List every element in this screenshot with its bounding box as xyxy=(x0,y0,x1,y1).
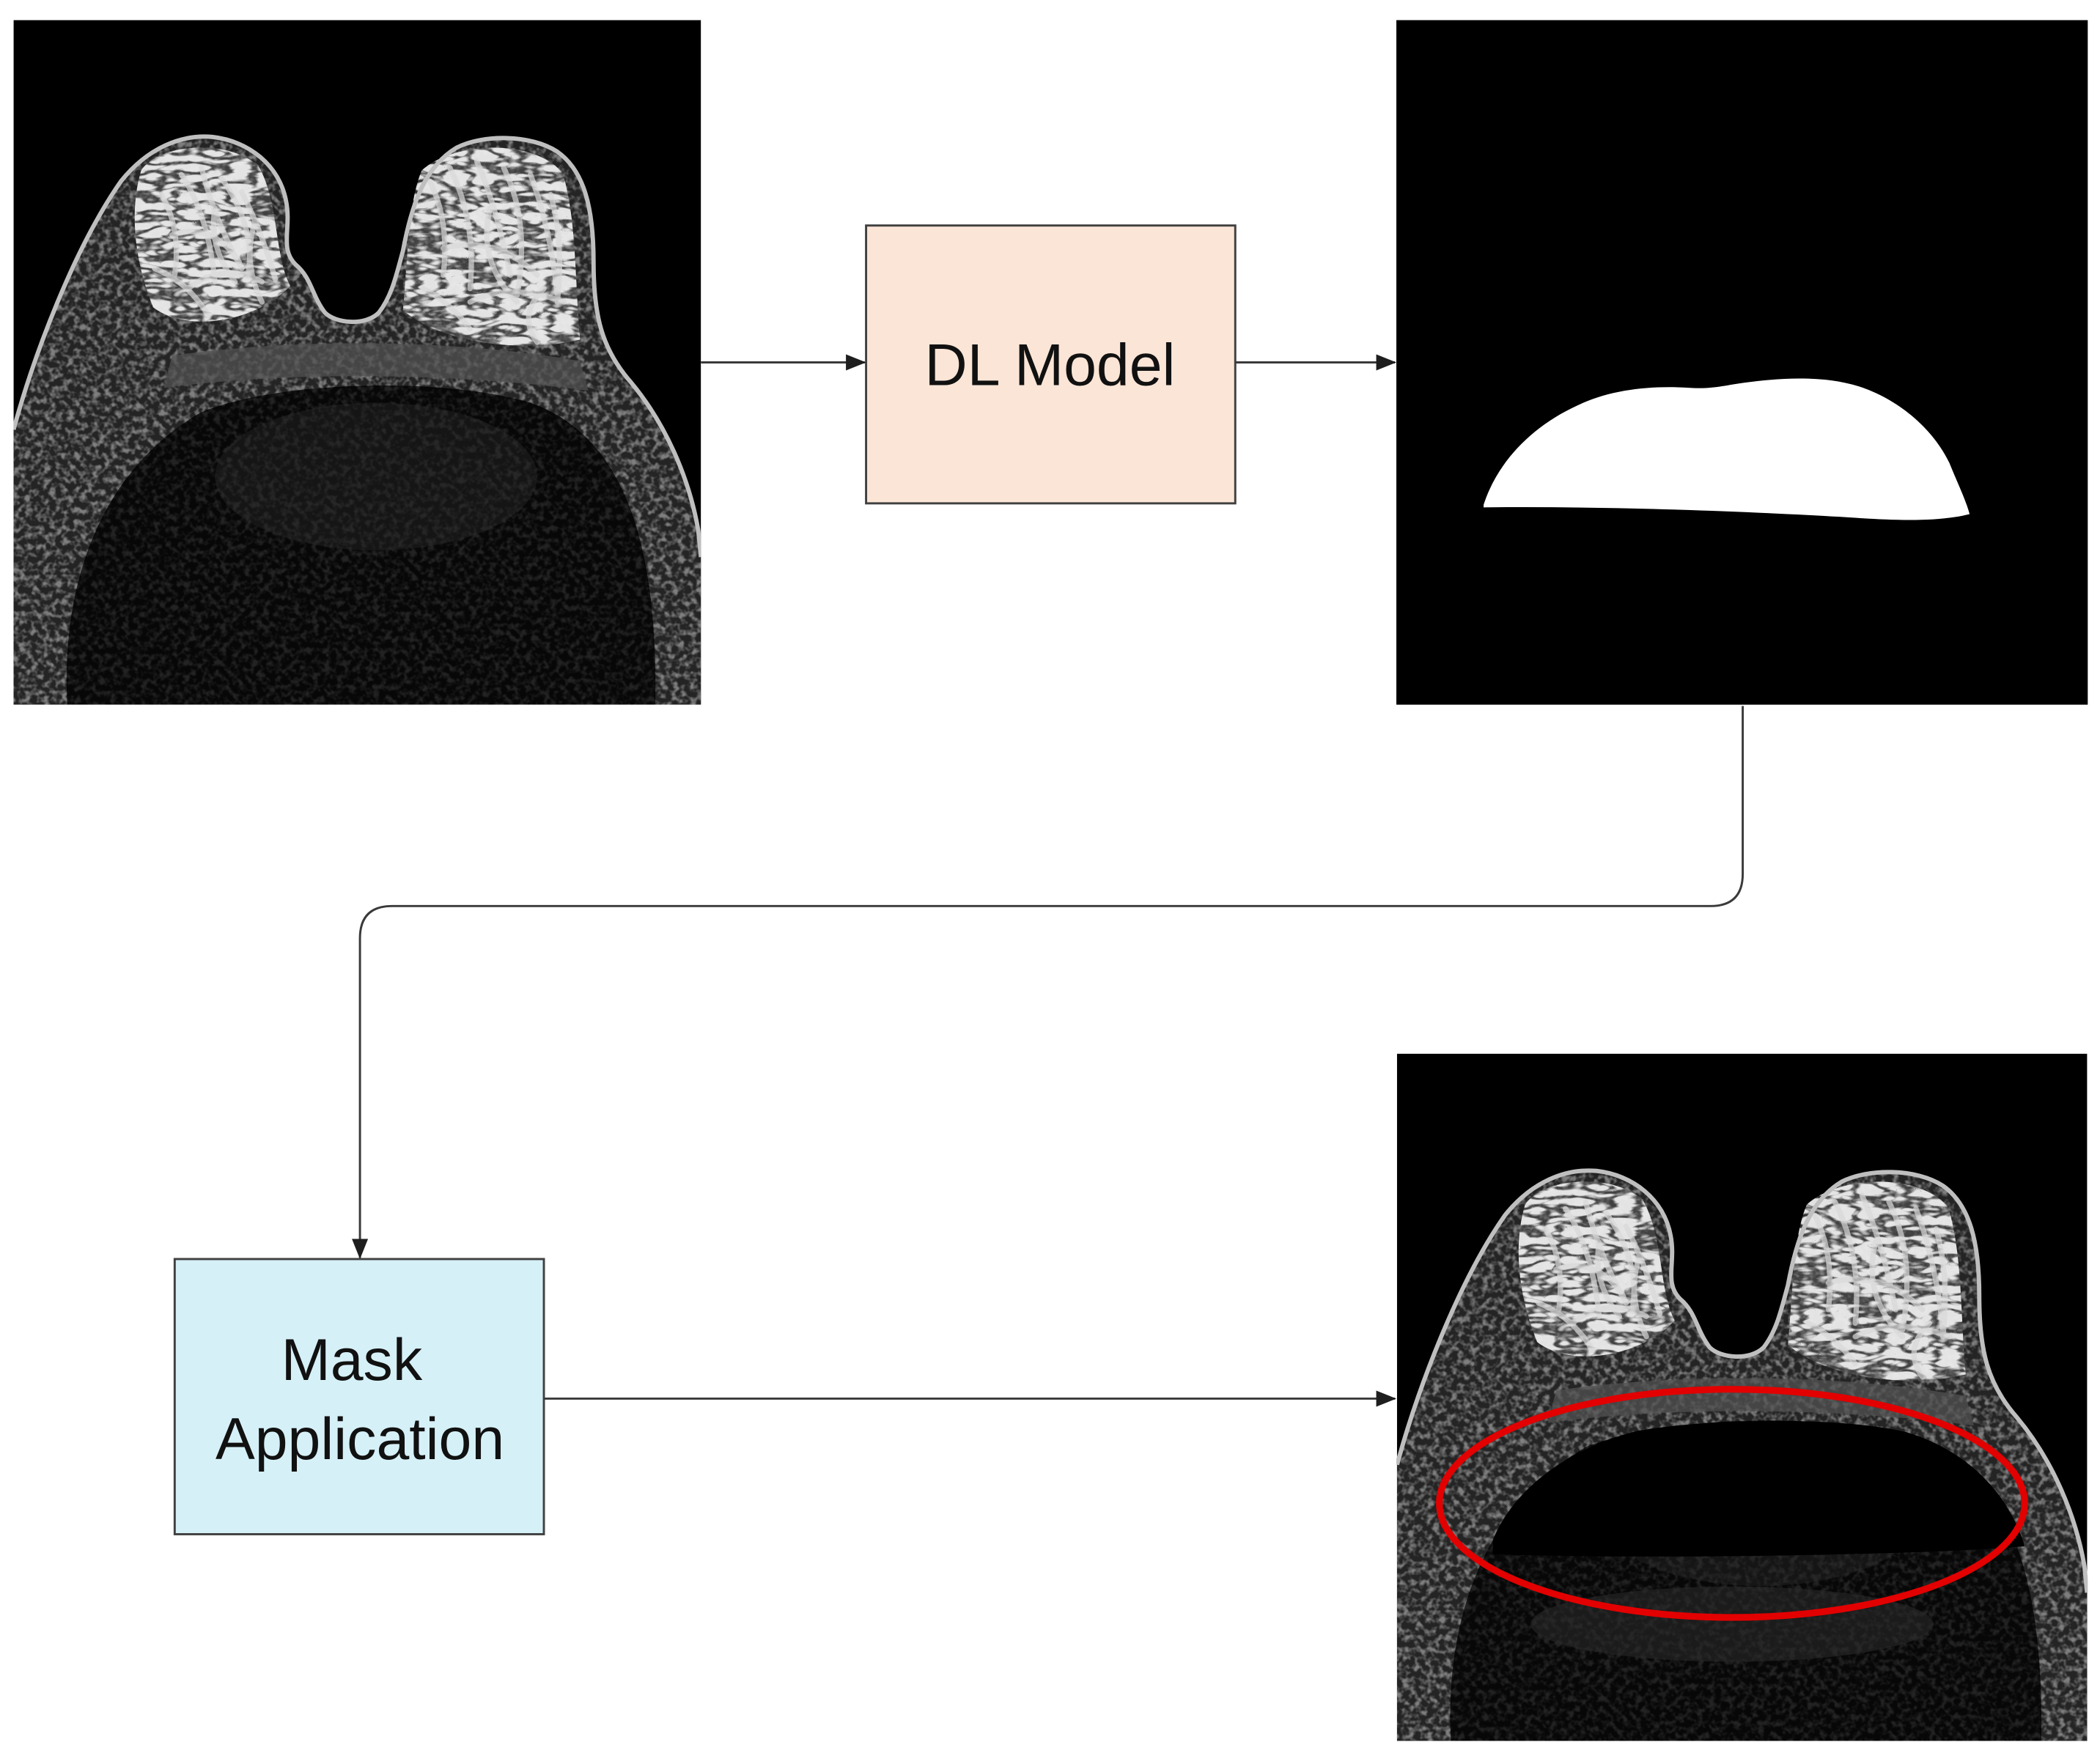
segmentation-mask-image xyxy=(1396,20,2088,705)
arrow-mask-to-mask-application xyxy=(352,706,1745,1259)
dl-model-label: DL Model xyxy=(925,333,1176,399)
mask-application-node: Mask Application xyxy=(173,1258,545,1535)
dl-model-node: DL Model xyxy=(865,224,1237,505)
mask-application-box xyxy=(173,1258,545,1535)
mask-region xyxy=(1484,378,1970,520)
mask-application-label-line-2: Application xyxy=(215,1406,504,1472)
masked-mri-image xyxy=(1397,1054,2087,1741)
mask-application-label: Mask Application xyxy=(215,1327,504,1472)
mask-application-label-line-1: Mask xyxy=(281,1327,423,1393)
dl-model-box xyxy=(865,224,1237,505)
highlight-ellipse xyxy=(1436,1386,2028,1621)
input-mri-image xyxy=(14,20,701,704)
